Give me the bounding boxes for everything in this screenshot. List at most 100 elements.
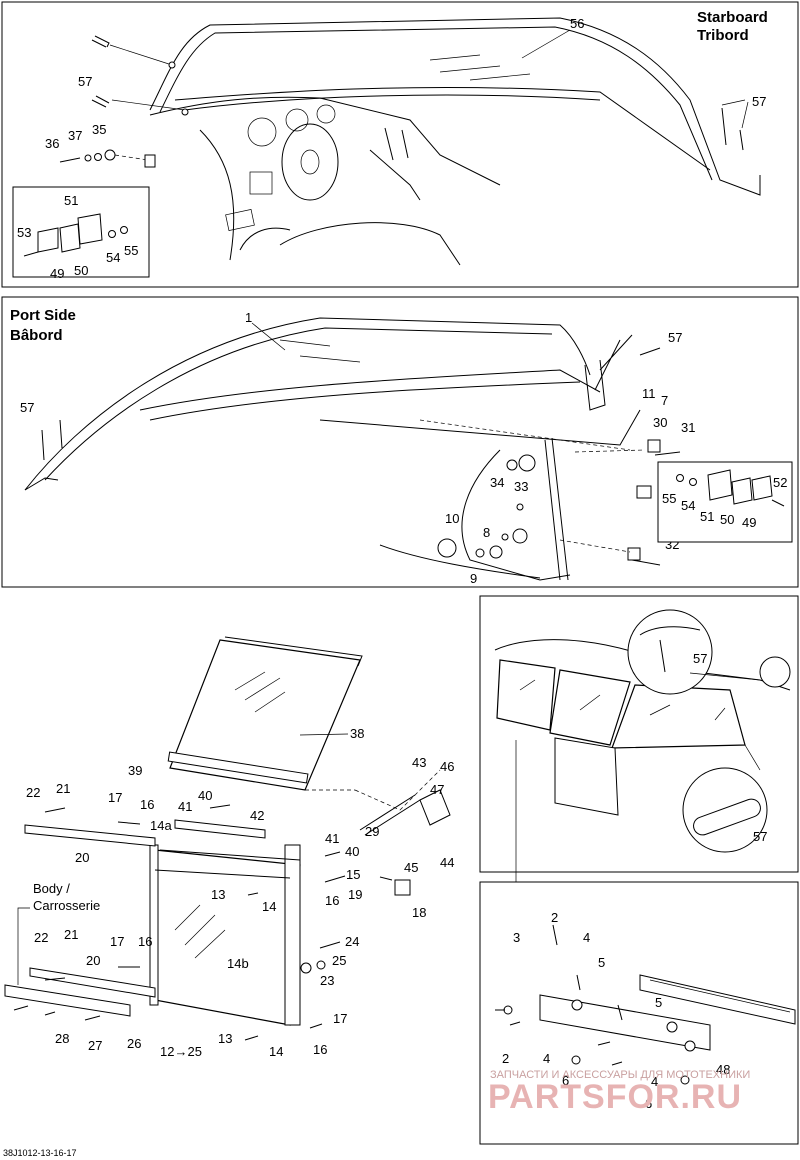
callout-2-b: 2: [502, 1051, 509, 1066]
watermark: ЗАПЧАСТИ И АКСЕССУАРЫ ДЛЯ МОТОТЕХНИКИ PA…: [488, 1069, 750, 1116]
callout-45: 45: [404, 860, 418, 875]
callout-28: 28: [55, 1031, 69, 1046]
callout-37: 37: [68, 128, 82, 143]
callout-27: 27: [88, 1038, 102, 1053]
callout-57-b: 57: [752, 94, 766, 109]
callout-29: 29: [365, 824, 379, 839]
callout-4-a: 4: [583, 930, 590, 945]
screw-57-group: [91, 35, 749, 151]
gas-strut-29: [359, 794, 421, 836]
callout-40-a: 40: [198, 788, 212, 803]
callout-2-a: 2: [551, 910, 558, 925]
callout-20-b: 20: [86, 953, 100, 968]
callout-14-b: 14: [269, 1044, 283, 1059]
callout-20-a: 20: [75, 850, 89, 865]
callout-23: 23: [320, 973, 334, 988]
callout-53: 53: [17, 225, 31, 240]
watermark-logo: PARTSFOR.RU: [488, 1078, 742, 1116]
port-side-panel: [461, 449, 571, 581]
callout-57-e: 57: [693, 651, 707, 666]
callout-30: 30: [653, 415, 667, 430]
callout-6-b: 6: [645, 1096, 652, 1111]
callout-57-a: 57: [78, 74, 92, 89]
callout-40-b: 40: [345, 844, 359, 859]
callout-51-top: 51: [64, 193, 78, 208]
callout-35: 35: [92, 122, 106, 137]
callout-15: 15: [346, 867, 360, 882]
windshield-frame-port: [24, 317, 591, 491]
callout-4-c: 4: [651, 1074, 658, 1089]
callout-38: 38: [350, 726, 364, 741]
callout-43: 43: [412, 755, 426, 770]
panel-hinge-detail: 2 3 4 5 5 2 4 6 48 4 6: [479, 740, 799, 1145]
callout-12-25: 12→25: [160, 1044, 202, 1059]
callout-39: 39: [128, 763, 142, 778]
callout-24: 24: [345, 934, 359, 949]
watermark-text: ЗАПЧАСТИ И АКСЕССУАРЫ ДЛЯ МОТОТЕХНИКИ: [490, 1069, 750, 1081]
callout-36: 36: [45, 136, 59, 151]
callout-57-d: 57: [20, 400, 34, 415]
rail-20-lower: [29, 967, 156, 998]
callout-16-c: 16: [138, 934, 152, 949]
panel-boat-overview: 57 57: [479, 595, 799, 873]
callout-7: 7: [661, 393, 668, 408]
callout-16-a: 16: [140, 797, 154, 812]
callout-44: 44: [440, 855, 454, 870]
glass-pane-14b: [154, 849, 301, 1026]
port-title: Port Side: [10, 307, 76, 324]
callout-33: 33: [514, 479, 528, 494]
callout-22-a: 22: [26, 785, 40, 800]
panel-exploded-windshield: 38 39 22 21 17 16 41 40 42 14a 43 46 47 …: [4, 636, 454, 1059]
callout-22-b: 22: [34, 930, 48, 945]
callout-19: 19: [348, 887, 362, 902]
callout-34: 34: [490, 475, 504, 490]
callout-57-f: 57: [753, 829, 767, 844]
callout-4-b: 4: [543, 1051, 550, 1066]
callout-49-top: 49: [50, 266, 64, 281]
starboard-title: Starboard: [697, 9, 768, 26]
hinge-bracket-48: [539, 994, 711, 1051]
callout-50-mid: 50: [720, 512, 734, 527]
callout-14-a: 14: [262, 899, 276, 914]
body-label-fr: Carrosserie: [33, 898, 100, 913]
steering-wheel: [281, 123, 339, 201]
callout-51-mid: 51: [700, 509, 714, 524]
callout-14a: 14a: [150, 818, 172, 833]
callout-41-a: 41: [178, 799, 192, 814]
callout-56: 56: [570, 16, 584, 31]
bracket-42: [174, 819, 266, 839]
callout-25: 25: [332, 953, 346, 968]
panel-starboard: Starboard Tribord: [1, 1, 799, 288]
callout-54-mid: 54: [681, 498, 695, 513]
panel-port: Port Side Bâbord 1 57 57: [1, 296, 799, 588]
starboard-title-fr: Tribord: [697, 27, 749, 44]
rail-20-upper: [24, 824, 156, 847]
callout-8: 8: [483, 525, 490, 540]
callout-17-a: 17: [108, 790, 122, 805]
callout-17-b: 17: [110, 934, 124, 949]
callout-17-c: 17: [333, 1011, 347, 1026]
callout-50-top: 50: [74, 263, 88, 278]
callout-57-c: 57: [668, 330, 682, 345]
callout-16-d: 16: [313, 1042, 327, 1057]
callout-11: 11: [642, 386, 656, 401]
callout-10: 10: [445, 511, 459, 526]
callout-16-b: 16: [325, 893, 339, 908]
seal-26: [4, 984, 131, 1017]
callout-3: 3: [513, 930, 520, 945]
callout-46: 46: [440, 759, 454, 774]
callout-49-mid: 49: [742, 515, 756, 530]
callout-26: 26: [127, 1036, 141, 1051]
callout-14b: 14b: [227, 956, 249, 971]
body-label: Body /: [33, 881, 70, 896]
callout-41-b: 41: [325, 831, 339, 846]
callout-13-b: 13: [218, 1031, 232, 1046]
callout-31: 31: [681, 420, 695, 435]
callout-21-a: 21: [56, 781, 70, 796]
callout-13-a: 13: [211, 887, 225, 902]
callout-5-a: 5: [598, 955, 605, 970]
callout-5-b: 5: [655, 995, 662, 1010]
callout-48: 48: [716, 1062, 730, 1077]
callout-42: 42: [250, 808, 264, 823]
